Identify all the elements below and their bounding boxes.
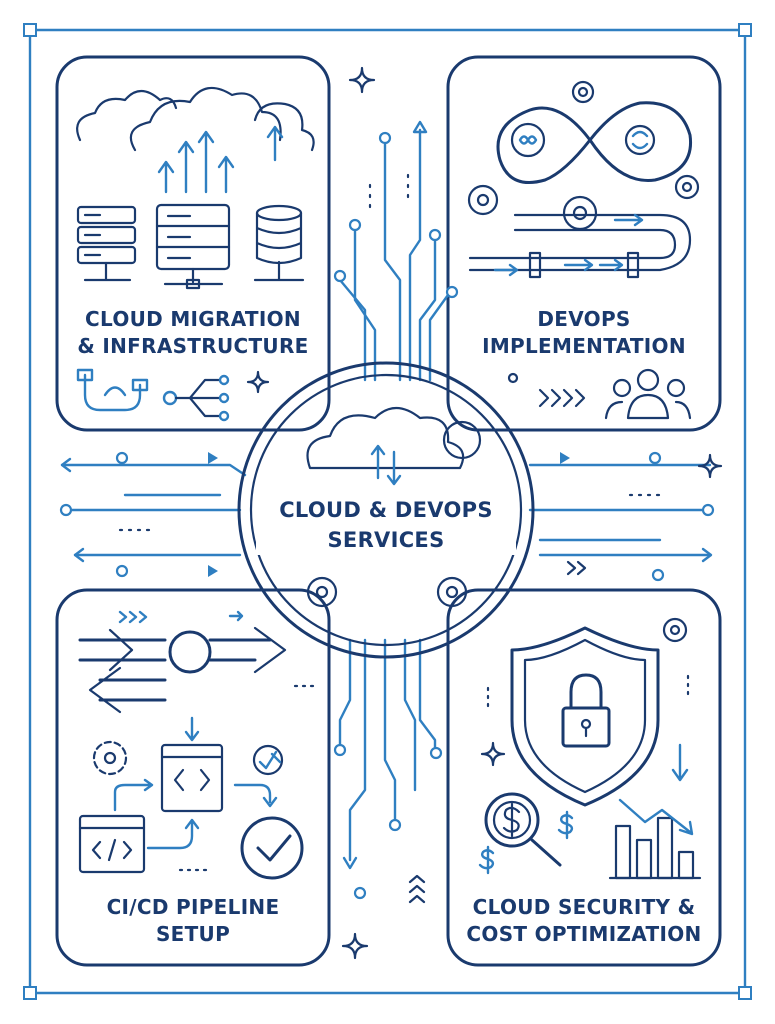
panel-security-frame [446, 588, 722, 967]
panel-devops-line2: IMPLEMENTATION [482, 334, 686, 358]
server-rack-icon [76, 203, 231, 290]
pipeline-icon [468, 213, 692, 279]
panel-cicd-line2: SETUP [155, 922, 231, 946]
cycle-arrows-icon [78, 610, 317, 714]
shield-lock-icon [486, 626, 690, 807]
panel-devops-frame [446, 55, 722, 432]
cloud-upload-icon [76, 86, 315, 194]
chevrons-icon [507, 372, 586, 408]
panel-cloud-migration-frame [55, 55, 331, 432]
bar-chart-down-icon [608, 798, 702, 880]
code-window-icon [78, 716, 278, 874]
team-icon [604, 368, 692, 420]
sparkle-icons [246, 66, 723, 960]
center-title-line1: CLOUD & DEVOPS [279, 498, 493, 522]
sync-gear-icon [92, 740, 284, 776]
center-cloud-sync-icon [306, 406, 482, 486]
panel-security-line2: COST OPTIMIZATION [466, 922, 702, 946]
panel-cicd-title: CI/CD PIPELINE SETUP [60, 894, 326, 948]
infinity-loop-icon [496, 101, 693, 184]
dollar-icon [478, 810, 574, 875]
panel-cloud-migration-title: CLOUD MIGRATION & INFRASTRUCTURE [60, 306, 326, 360]
circuit-traces [59, 120, 715, 904]
center-gear-icons [306, 576, 468, 608]
panel-cloud-migration-line1: CLOUD MIGRATION [85, 307, 301, 331]
center-hub [237, 361, 535, 659]
branch-icon [162, 374, 230, 422]
magnifier-dollar-icon [484, 792, 562, 867]
panel-cicd-frame [55, 588, 331, 967]
panel-security-title: CLOUD SECURITY & COST OPTIMIZATION [451, 894, 717, 948]
check-circle-icon [240, 816, 304, 880]
database-icon [253, 204, 305, 282]
panel-cicd-line1: CI/CD PIPELINE [106, 895, 280, 919]
center-title: CLOUD & DEVOPS SERVICES [256, 495, 516, 555]
panel-devops-line1: DEVOPS [537, 307, 631, 331]
cable-icon [76, 368, 149, 412]
panel-security-line1: CLOUD SECURITY & [472, 895, 696, 919]
center-title-line2: SERVICES [327, 528, 445, 552]
panel-cloud-migration-line2: & INFRASTRUCTURE [77, 334, 309, 358]
panel-devops-title: DEVOPS IMPLEMENTATION [451, 306, 717, 360]
outer-frame [23, 23, 752, 1000]
